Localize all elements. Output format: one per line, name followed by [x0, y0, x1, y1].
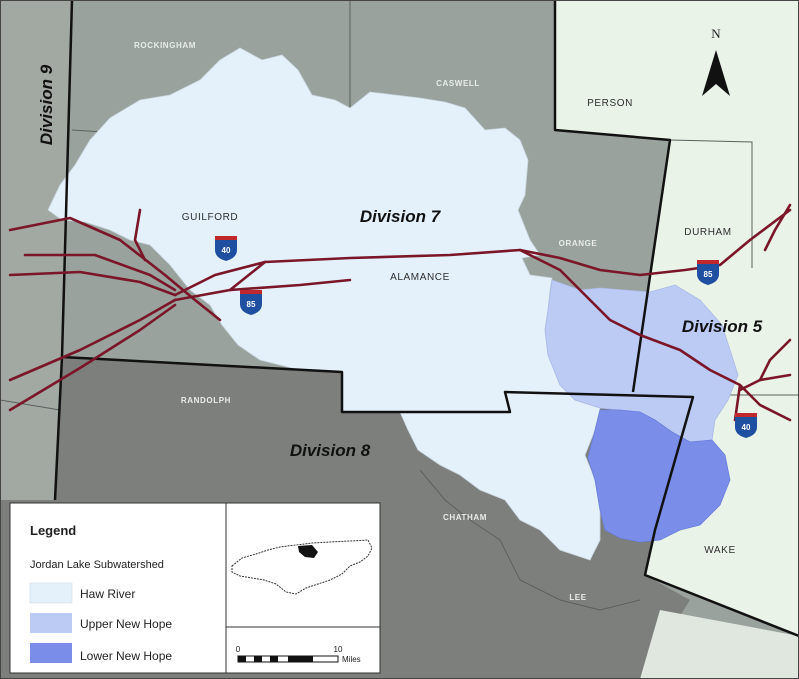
interstate-85-east-label: 85: [704, 270, 713, 279]
county-label-guilford: GUILFORD: [182, 212, 238, 223]
division-8-label: Division 8: [290, 441, 371, 460]
interstate-85-east-shield: 85: [697, 260, 719, 285]
county-label-lee: LEE: [569, 593, 586, 602]
legend-label-upper-new-hope: Upper New Hope: [80, 617, 172, 631]
interstate-85-west-label: 85: [247, 300, 256, 309]
interstate-40-east-label: 40: [742, 423, 751, 432]
legend-swatch-upper-new-hope: [30, 613, 72, 633]
interstate-40-west-shield: 40: [215, 236, 237, 261]
county-label-chatham: CHATHAM: [443, 513, 487, 522]
legend-swatch-haw-river: [29, 582, 73, 604]
legend-swatch-lower-new-hope: [30, 643, 72, 663]
county-label-alamance: ALAMANCE: [390, 272, 450, 283]
north-arrow-icon: N: [702, 26, 730, 96]
division-7-label: Division 7: [360, 207, 442, 226]
scale-bar-panel: 0 10 Miles: [225, 626, 381, 674]
county-label-wake: WAKE: [704, 545, 735, 556]
division-5-label: Division 5: [682, 317, 763, 336]
scale-min-label: 0: [236, 645, 241, 654]
interstate-40-east-shield: 40: [735, 413, 757, 438]
county-label-rockingham: ROCKINGHAM: [134, 41, 196, 50]
scale-bar: [237, 655, 339, 663]
inset-study-area: [298, 545, 318, 558]
division-9-area: [0, 0, 72, 500]
highway-network: [8, 203, 792, 422]
county-label-randolph: RANDOLPH: [181, 396, 231, 405]
county-label-caswell: CASWELL: [436, 79, 480, 88]
scale-unit-label: Miles: [342, 655, 361, 664]
north-label: N: [711, 26, 721, 41]
interstate-85-west-shield: 85: [240, 290, 262, 315]
county-label-durham: DURHAM: [684, 227, 732, 238]
county-label-person: PERSON: [587, 98, 633, 109]
legend-subtitle: Jordan Lake Subwatershed: [30, 559, 164, 571]
scale-max-label: 10: [334, 645, 343, 654]
county-label-orange: ORANGE: [559, 239, 598, 248]
legend-title: Legend: [30, 523, 76, 538]
lower-new-hope-subwatershed: [587, 409, 731, 543]
legend-panel: Legend Jordan Lake Subwatershed Haw Rive…: [9, 502, 227, 674]
legend-label-haw-river: Haw River: [80, 587, 135, 601]
inset-map-panel: [225, 502, 381, 628]
light-corner-area: [640, 610, 799, 679]
interstate-40-west-label: 40: [222, 246, 231, 255]
north-carolina-outline: [231, 539, 373, 595]
legend-label-lower-new-hope: Lower New Hope: [80, 649, 172, 663]
division-9-label: Division 9: [37, 64, 56, 145]
